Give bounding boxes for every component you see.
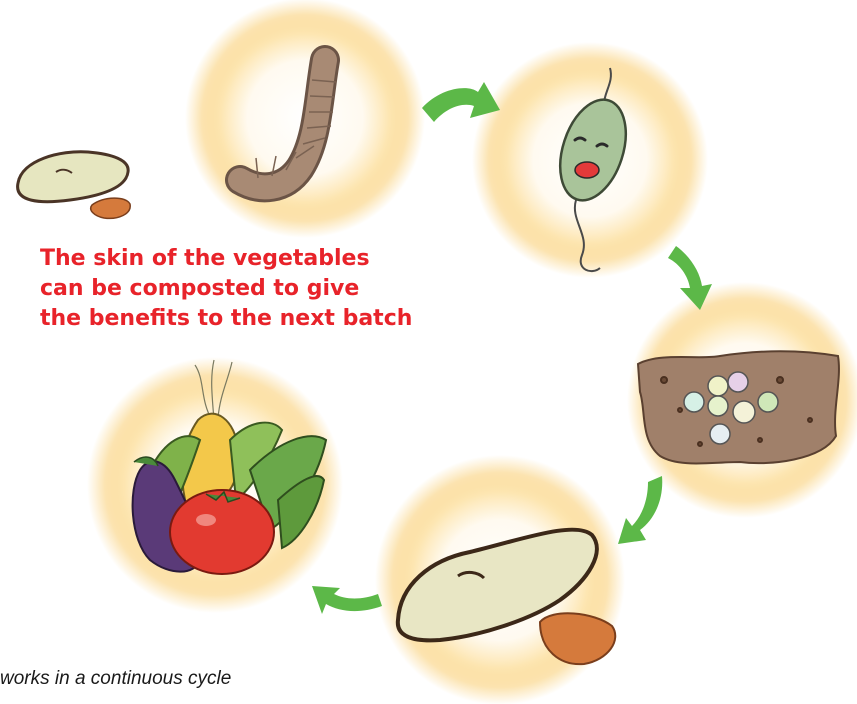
soil-particles-icon	[638, 351, 839, 463]
headline: The skin of the vegetables can be compos…	[40, 244, 460, 334]
headline-line-2: can be composted to give	[40, 274, 460, 304]
arrow-4	[312, 586, 382, 614]
arrow-3	[618, 476, 662, 544]
small-peel-icon	[18, 152, 131, 219]
caption: works in a continuous cycle	[0, 668, 231, 690]
headline-line-1: The skin of the vegetables	[40, 244, 460, 274]
headline-line-3: the benefits to the next batch	[40, 304, 460, 334]
